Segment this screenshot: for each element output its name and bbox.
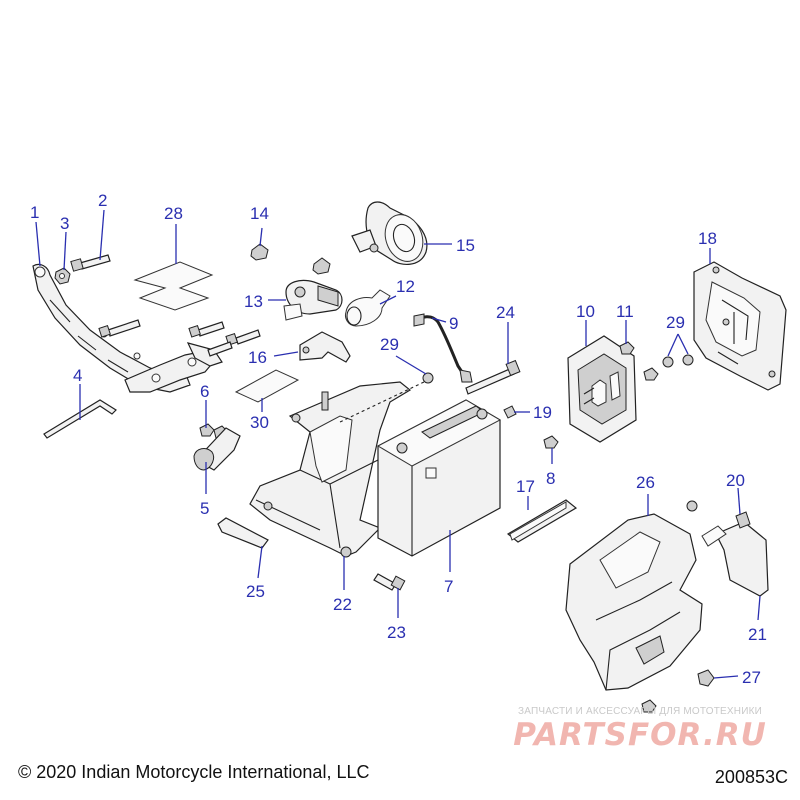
watermark: ЗАПЧАСТИ И АКСЕССУАРЫ ДЛЯ МОТОТЕХНИКИ PA… <box>490 706 790 753</box>
callout-27: 27 <box>742 668 761 687</box>
callout-1: 1 <box>30 203 39 222</box>
part-hinge <box>124 342 223 393</box>
callout-20: 20 <box>726 471 745 490</box>
callout-19: 19 <box>533 403 552 422</box>
part-bracket-16 <box>299 331 351 363</box>
part-nut-small-2 <box>643 367 659 381</box>
part-pad-30 <box>234 369 300 403</box>
callout-numbers: 1 2 3 4 5 6 7 8 9 10 11 12 13 14 15 16 1… <box>30 191 767 687</box>
part-solenoid-13 <box>283 279 343 321</box>
part-long-bolt-24 <box>465 359 521 395</box>
part-nut-11 <box>619 341 635 355</box>
callout-26: 26 <box>636 473 655 492</box>
callout-16: 16 <box>248 348 267 367</box>
part-strip-25 <box>217 517 269 549</box>
part-horn-15 <box>351 201 428 265</box>
callout-29a: 29 <box>380 335 399 354</box>
callout-12: 12 <box>396 277 415 296</box>
part-cover-21 <box>701 511 769 597</box>
callout-5: 5 <box>200 499 209 518</box>
callout-23: 23 <box>387 623 406 642</box>
part-screw-27 <box>641 669 715 713</box>
callout-21: 21 <box>748 625 767 644</box>
callout-3: 3 <box>60 214 69 233</box>
callout-11: 11 <box>616 302 634 321</box>
part-clip-19 <box>503 405 517 419</box>
part-nut-3 <box>54 267 71 285</box>
callout-29b: 29 <box>666 313 685 332</box>
callout-9: 9 <box>449 314 458 333</box>
part-screw-29b <box>662 354 694 368</box>
callout-14: 14 <box>250 204 269 223</box>
part-battery-7 <box>376 399 502 557</box>
part-cable-9 <box>413 313 473 383</box>
diagram-number: 200853C <box>714 767 788 787</box>
watermark-tagline: ЗАПЧАСТИ И АКСЕССУАРЫ ДЛЯ МОТОТЕХНИКИ <box>517 706 763 717</box>
part-bolt-group <box>98 319 261 357</box>
part-nut-14 <box>250 243 269 261</box>
callout-25: 25 <box>246 582 265 601</box>
part-bolt-23 <box>373 573 406 591</box>
callout-7: 7 <box>444 577 453 596</box>
callout-17: 17 <box>516 477 535 496</box>
callout-6: 6 <box>200 382 209 401</box>
watermark-logo: PARTSFOR.RU <box>513 717 767 753</box>
callout-30: 30 <box>250 413 269 432</box>
part-bolt-2 <box>70 254 111 272</box>
copyright-text: © 2020 Indian Motorcycle International, … <box>18 762 370 782</box>
part-screw-8 <box>543 435 559 449</box>
part-cover-18 <box>693 261 787 391</box>
part-boot-12 <box>345 289 391 327</box>
part-screw-29a <box>422 372 434 384</box>
callout-4: 4 <box>73 366 82 385</box>
part-nut-small <box>312 257 331 275</box>
callout-18: 18 <box>698 229 717 248</box>
part-regulator-10 <box>567 335 637 443</box>
callout-24: 24 <box>496 303 515 322</box>
callout-15: 15 <box>456 236 475 255</box>
callout-28: 28 <box>164 204 183 223</box>
part-housing-26 <box>565 500 703 691</box>
part-hex-key-4 <box>43 399 117 439</box>
callout-13: 13 <box>244 292 263 311</box>
part-pad-17 <box>506 499 578 543</box>
callout-22: 22 <box>333 595 352 614</box>
part-bracket-5 <box>193 427 241 471</box>
callout-10: 10 <box>576 302 595 321</box>
callout-8: 8 <box>546 469 555 488</box>
part-battery-tray-22 <box>249 381 412 558</box>
callout-2: 2 <box>98 191 107 210</box>
part-plate-28 <box>133 261 214 311</box>
leader-lines <box>35 209 761 679</box>
